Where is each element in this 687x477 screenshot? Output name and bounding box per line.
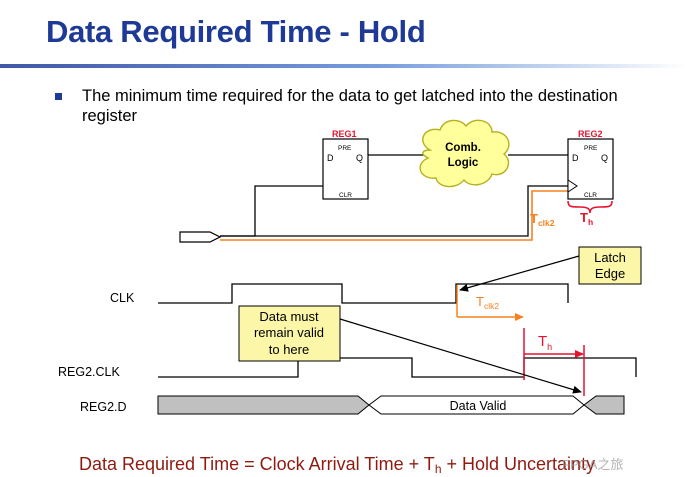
reg2-q-label: Q — [601, 153, 608, 163]
comb-logic-cloud — [419, 119, 510, 188]
signal-label-clk: CLK — [110, 291, 135, 305]
latch-edge-arrow — [459, 255, 580, 292]
latch-edge-label-2: Edge — [595, 266, 625, 281]
reg2-clk-waveform — [158, 357, 637, 378]
data-valid-label: Data Valid — [450, 399, 507, 413]
reg2-d-bus-left — [157, 395, 370, 415]
title-underline — [0, 64, 687, 68]
th-label-schematic: Th — [580, 210, 593, 227]
bullet-marker — [55, 93, 62, 100]
reg2-d-bus-right — [583, 395, 625, 415]
formula: Data Required Time = Clock Arrival Time … — [79, 454, 595, 476]
latch-edge-callout — [578, 246, 642, 285]
watermark: FPGA之旅 — [562, 457, 624, 472]
slide-title: Data Required Time - Hold — [46, 14, 426, 49]
reg1-name: REG1 — [332, 129, 357, 139]
clock-path-highlight — [220, 190, 568, 241]
reg2-clr-label: CLR — [584, 192, 597, 199]
comb-logic-label-2: Logic — [448, 157, 479, 169]
reg1-q-label: Q — [356, 153, 363, 163]
latch-edge-label-1: Latch — [594, 250, 626, 265]
data-must-callout — [238, 305, 341, 362]
tclk2-label-timing: Tclk2 — [476, 294, 499, 311]
data-must-label-2: remain valid — [254, 325, 324, 340]
bullet-text: The minimum time required for the data t… — [82, 87, 618, 125]
clk-waveform — [158, 283, 569, 304]
reg1-clr-label: CLR — [339, 192, 352, 199]
th-label-timing: Th — [538, 333, 552, 352]
schematic: REG1 PRE D Q CLR Comb. Logic REG2 PRE D … — [179, 119, 614, 243]
data-must-arrow — [339, 318, 582, 394]
clock-input-pin — [179, 231, 222, 243]
signal-label-reg2-d: REG2.D — [80, 400, 127, 414]
tclk2-label-schematic: Tclk2 — [530, 211, 555, 228]
reg2-name: REG2 — [578, 129, 603, 139]
clock-wire-reg1 — [220, 185, 323, 237]
reg2-pre-label: PRE — [584, 145, 598, 152]
formula-part-1: Data Required Time = Clock Arrival Time … — [79, 454, 435, 474]
signal-label-reg2-clk: REG2.CLK — [58, 365, 120, 379]
reg1-pre-label: PRE — [338, 145, 352, 152]
formula-part-2: + Hold Uncertainty — [441, 454, 596, 474]
timing-waveforms: CLK REG2.CLK REG2.D Data Valid Tclk2 Th … — [58, 246, 642, 415]
clock-wire-reg2 — [220, 185, 568, 237]
formula-subscript: h — [434, 462, 442, 476]
reg2-clock-triangle — [567, 179, 578, 193]
data-must-label-3: to here — [269, 342, 309, 357]
reg1-box — [322, 138, 369, 200]
data-must-label-1: Data must — [259, 309, 319, 324]
th-brace — [567, 200, 613, 214]
reg2-d-label: D — [572, 153, 579, 163]
reg1-d-label: D — [327, 153, 334, 163]
comb-logic-label-1: Comb. — [445, 142, 481, 154]
reg2-box — [567, 138, 614, 200]
